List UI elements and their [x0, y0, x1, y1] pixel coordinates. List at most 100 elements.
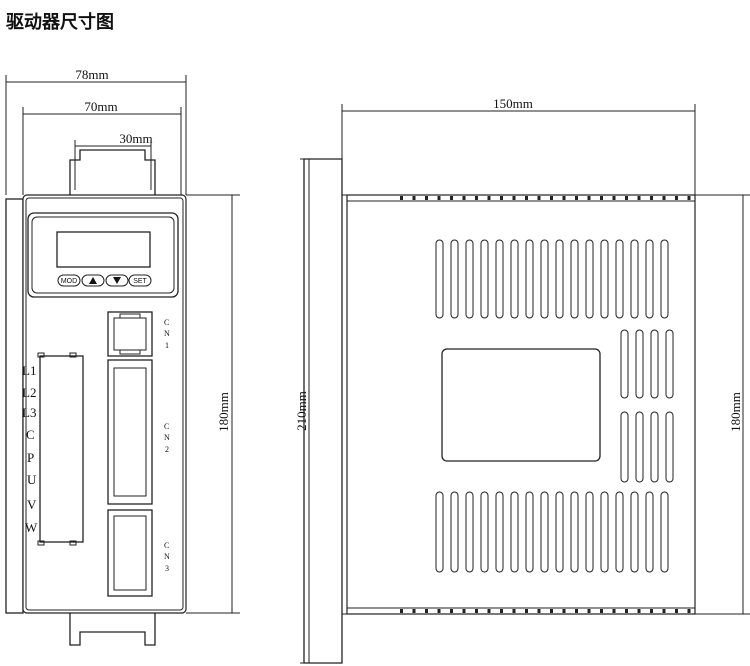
- drive-body: [22, 194, 187, 614]
- vent-slot: [495, 239, 504, 319]
- svg-text:C: C: [164, 422, 169, 431]
- fin-tick: [437, 609, 441, 613]
- terminal-c: C: [26, 427, 35, 442]
- side-view: 150mm 210mm 180mm: [294, 96, 750, 664]
- button-mod: MOD: [57, 274, 81, 287]
- vent-slot: [540, 491, 549, 573]
- vent-slot: [630, 491, 639, 573]
- fin-tick: [662, 196, 666, 200]
- fin-tick: [450, 196, 453, 200]
- fin-tick: [662, 609, 666, 613]
- fin-tick: [462, 196, 466, 200]
- svg-text:1: 1: [165, 341, 169, 350]
- vent-slot: [600, 239, 609, 319]
- terminal-u: U: [27, 472, 37, 487]
- fin-tick: [562, 196, 566, 200]
- vent-slot: [435, 491, 444, 573]
- vent-slot: [480, 491, 489, 573]
- terminal-l1: L1: [22, 363, 36, 378]
- vent-slot: [450, 239, 459, 319]
- vent-slot: [525, 239, 534, 319]
- vent-slot: [585, 239, 594, 319]
- vent-slot: [525, 491, 534, 573]
- vent-slots-right-upper: [620, 329, 674, 399]
- dim-30mm-label: 30mm: [119, 131, 152, 146]
- fin-tick: [587, 196, 591, 200]
- led-display: [56, 231, 151, 268]
- back-plate: [5, 198, 24, 614]
- vent-slot: [585, 491, 594, 573]
- dim-210mm: 210mm: [294, 158, 330, 664]
- vent-slot: [540, 239, 549, 319]
- connector-cn1: C N 1: [107, 311, 170, 357]
- vent-slot: [510, 239, 519, 319]
- vent-slot: [510, 491, 519, 573]
- top-mount-bracket: [69, 149, 156, 195]
- dim-78mm-label: 78mm: [75, 67, 108, 82]
- svg-text:SET: SET: [133, 278, 147, 285]
- fin-tick: [487, 609, 491, 613]
- fin-tick: [412, 196, 416, 200]
- vent-slot: [620, 329, 629, 399]
- connector-cn3: C N 3: [107, 509, 170, 597]
- page-title: 驱动器尺寸图: [6, 12, 114, 33]
- svg-text:C: C: [164, 318, 169, 327]
- terminal-l2: L2: [22, 385, 36, 400]
- fin-tick: [512, 196, 516, 200]
- fin-tick: [537, 609, 541, 613]
- mounting-plate: [303, 158, 343, 664]
- svg-text:N: N: [164, 329, 170, 338]
- fin-tick: [687, 609, 691, 613]
- vent-slot: [480, 239, 489, 319]
- vent-slot: [465, 239, 474, 319]
- vent-slots-right-lower: [620, 411, 674, 483]
- fin-tick: [525, 196, 528, 200]
- fin-tick: [562, 609, 566, 613]
- dim-30mm: 30mm: [74, 131, 153, 190]
- fin-tick: [650, 196, 653, 200]
- fin-tick: [675, 196, 678, 200]
- display-panel: MOD SET: [27, 212, 179, 298]
- fin-tick: [525, 609, 528, 613]
- svg-text:C: C: [164, 541, 169, 550]
- fin-tick: [612, 196, 616, 200]
- vent-slot: [600, 491, 609, 573]
- fin-tick: [437, 196, 441, 200]
- fin-tick: [675, 609, 678, 613]
- fin-tick: [550, 609, 553, 613]
- front-view: 78mm 70mm 30mm: [5, 67, 240, 646]
- dim-180mm-front-label: 180mm: [216, 392, 231, 432]
- fin-tick: [587, 609, 591, 613]
- vent-slot: [615, 491, 624, 573]
- button-down: [105, 274, 129, 287]
- vent-slot: [650, 329, 659, 399]
- fin-tick: [500, 196, 503, 200]
- dim-70mm: 70mm: [22, 99, 182, 195]
- bottom-mount-bracket: [69, 613, 156, 646]
- fin-tick: [625, 196, 628, 200]
- vent-slots-bottom: [435, 491, 669, 573]
- vent-slot: [660, 239, 669, 319]
- dim-78mm: 78mm: [5, 67, 187, 195]
- fin-tick: [600, 196, 603, 200]
- dim-70mm-label: 70mm: [84, 99, 117, 114]
- svg-text:2: 2: [165, 445, 169, 454]
- dim-150mm: 150mm: [341, 96, 696, 196]
- vent-slot: [620, 411, 629, 483]
- fin-tick: [550, 196, 553, 200]
- button-set: SET: [128, 274, 152, 287]
- fin-ticks: [400, 196, 691, 613]
- vent-slot: [665, 411, 674, 483]
- vent-slot: [570, 491, 579, 573]
- fin-tick: [575, 609, 578, 613]
- svg-text:3: 3: [165, 564, 169, 573]
- label-window: [441, 348, 601, 462]
- fin-tick: [450, 609, 453, 613]
- fin-tick: [400, 609, 403, 613]
- connector-cn2: C N 2: [107, 359, 170, 505]
- fin-tick: [475, 196, 478, 200]
- fin-tick: [625, 609, 628, 613]
- fin-tick: [687, 196, 691, 200]
- dim-180mm-front: 180mm: [186, 194, 240, 614]
- vent-slot: [645, 491, 654, 573]
